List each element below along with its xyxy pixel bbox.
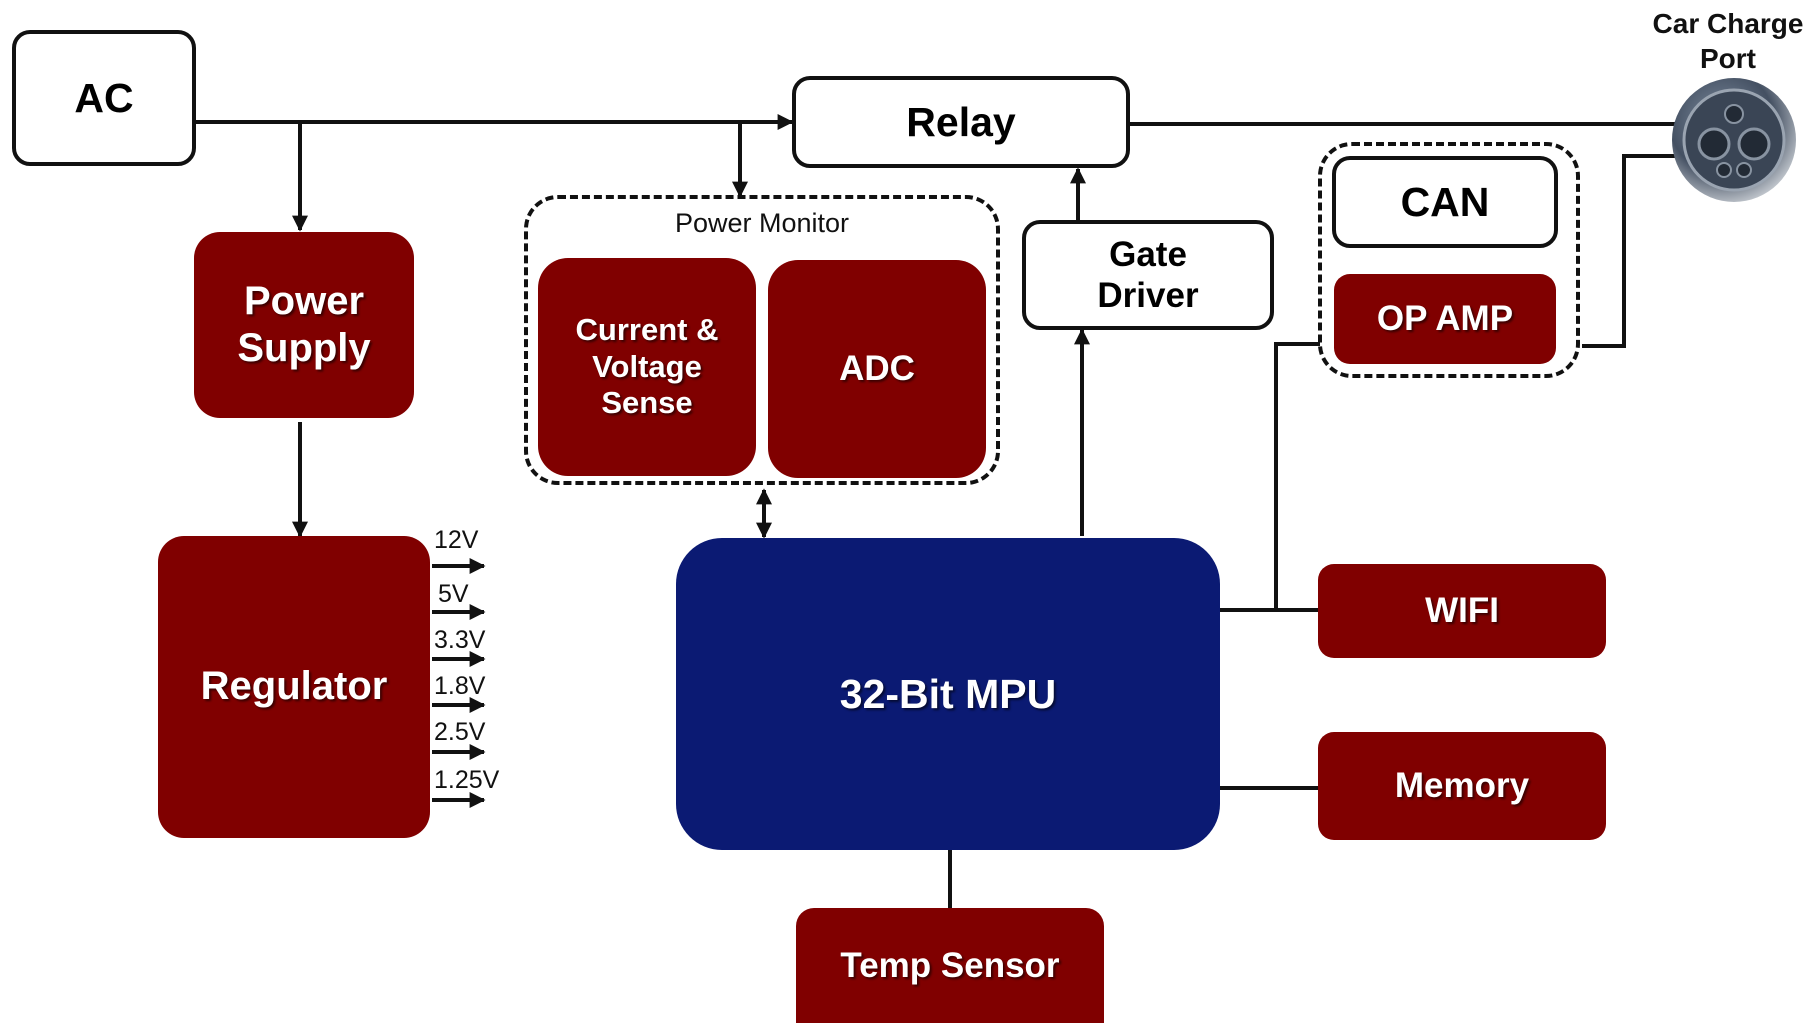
- adc-block: ADC: [768, 260, 986, 478]
- power-monitor-group: [524, 195, 1000, 485]
- voltage-label-12v: 12V: [434, 526, 479, 554]
- memory-block: Memory: [1318, 732, 1606, 840]
- power-supply-block: Power Supply: [194, 232, 414, 418]
- current-voltage-sense-block: Current & Voltage Sense: [538, 258, 756, 476]
- power-monitor-label: Power Monitor: [674, 208, 850, 238]
- voltage-label-5v: 5V: [438, 580, 469, 608]
- mpu-block: 32-Bit MPU: [676, 538, 1220, 850]
- can-block: CAN: [1332, 156, 1558, 248]
- op-amp-block: OP AMP: [1334, 274, 1556, 364]
- can-group: [1318, 142, 1580, 378]
- regulator-block: Regulator: [158, 536, 430, 838]
- ac-block: AC: [12, 30, 196, 166]
- voltage-label-1v25: 1.25V: [434, 766, 500, 794]
- relay-block: Relay: [792, 76, 1130, 168]
- temp-sensor-block: Temp Sensor: [796, 908, 1104, 1023]
- car-charge-port-label: Car Charge Port: [1652, 8, 1804, 74]
- voltage-label-2v5: 2.5V: [434, 718, 486, 746]
- ev-charge-port-connector-icon: [1672, 78, 1796, 202]
- voltage-label-1v8: 1.8V: [434, 672, 486, 700]
- wifi-block: WIFI: [1318, 564, 1606, 658]
- opamp-to-port-line: [1582, 154, 1682, 348]
- gate-driver-block: Gate Driver: [1022, 220, 1274, 330]
- bus-to-can-line: [1274, 342, 1320, 610]
- voltage-label-3v3: 3.3V: [434, 626, 486, 654]
